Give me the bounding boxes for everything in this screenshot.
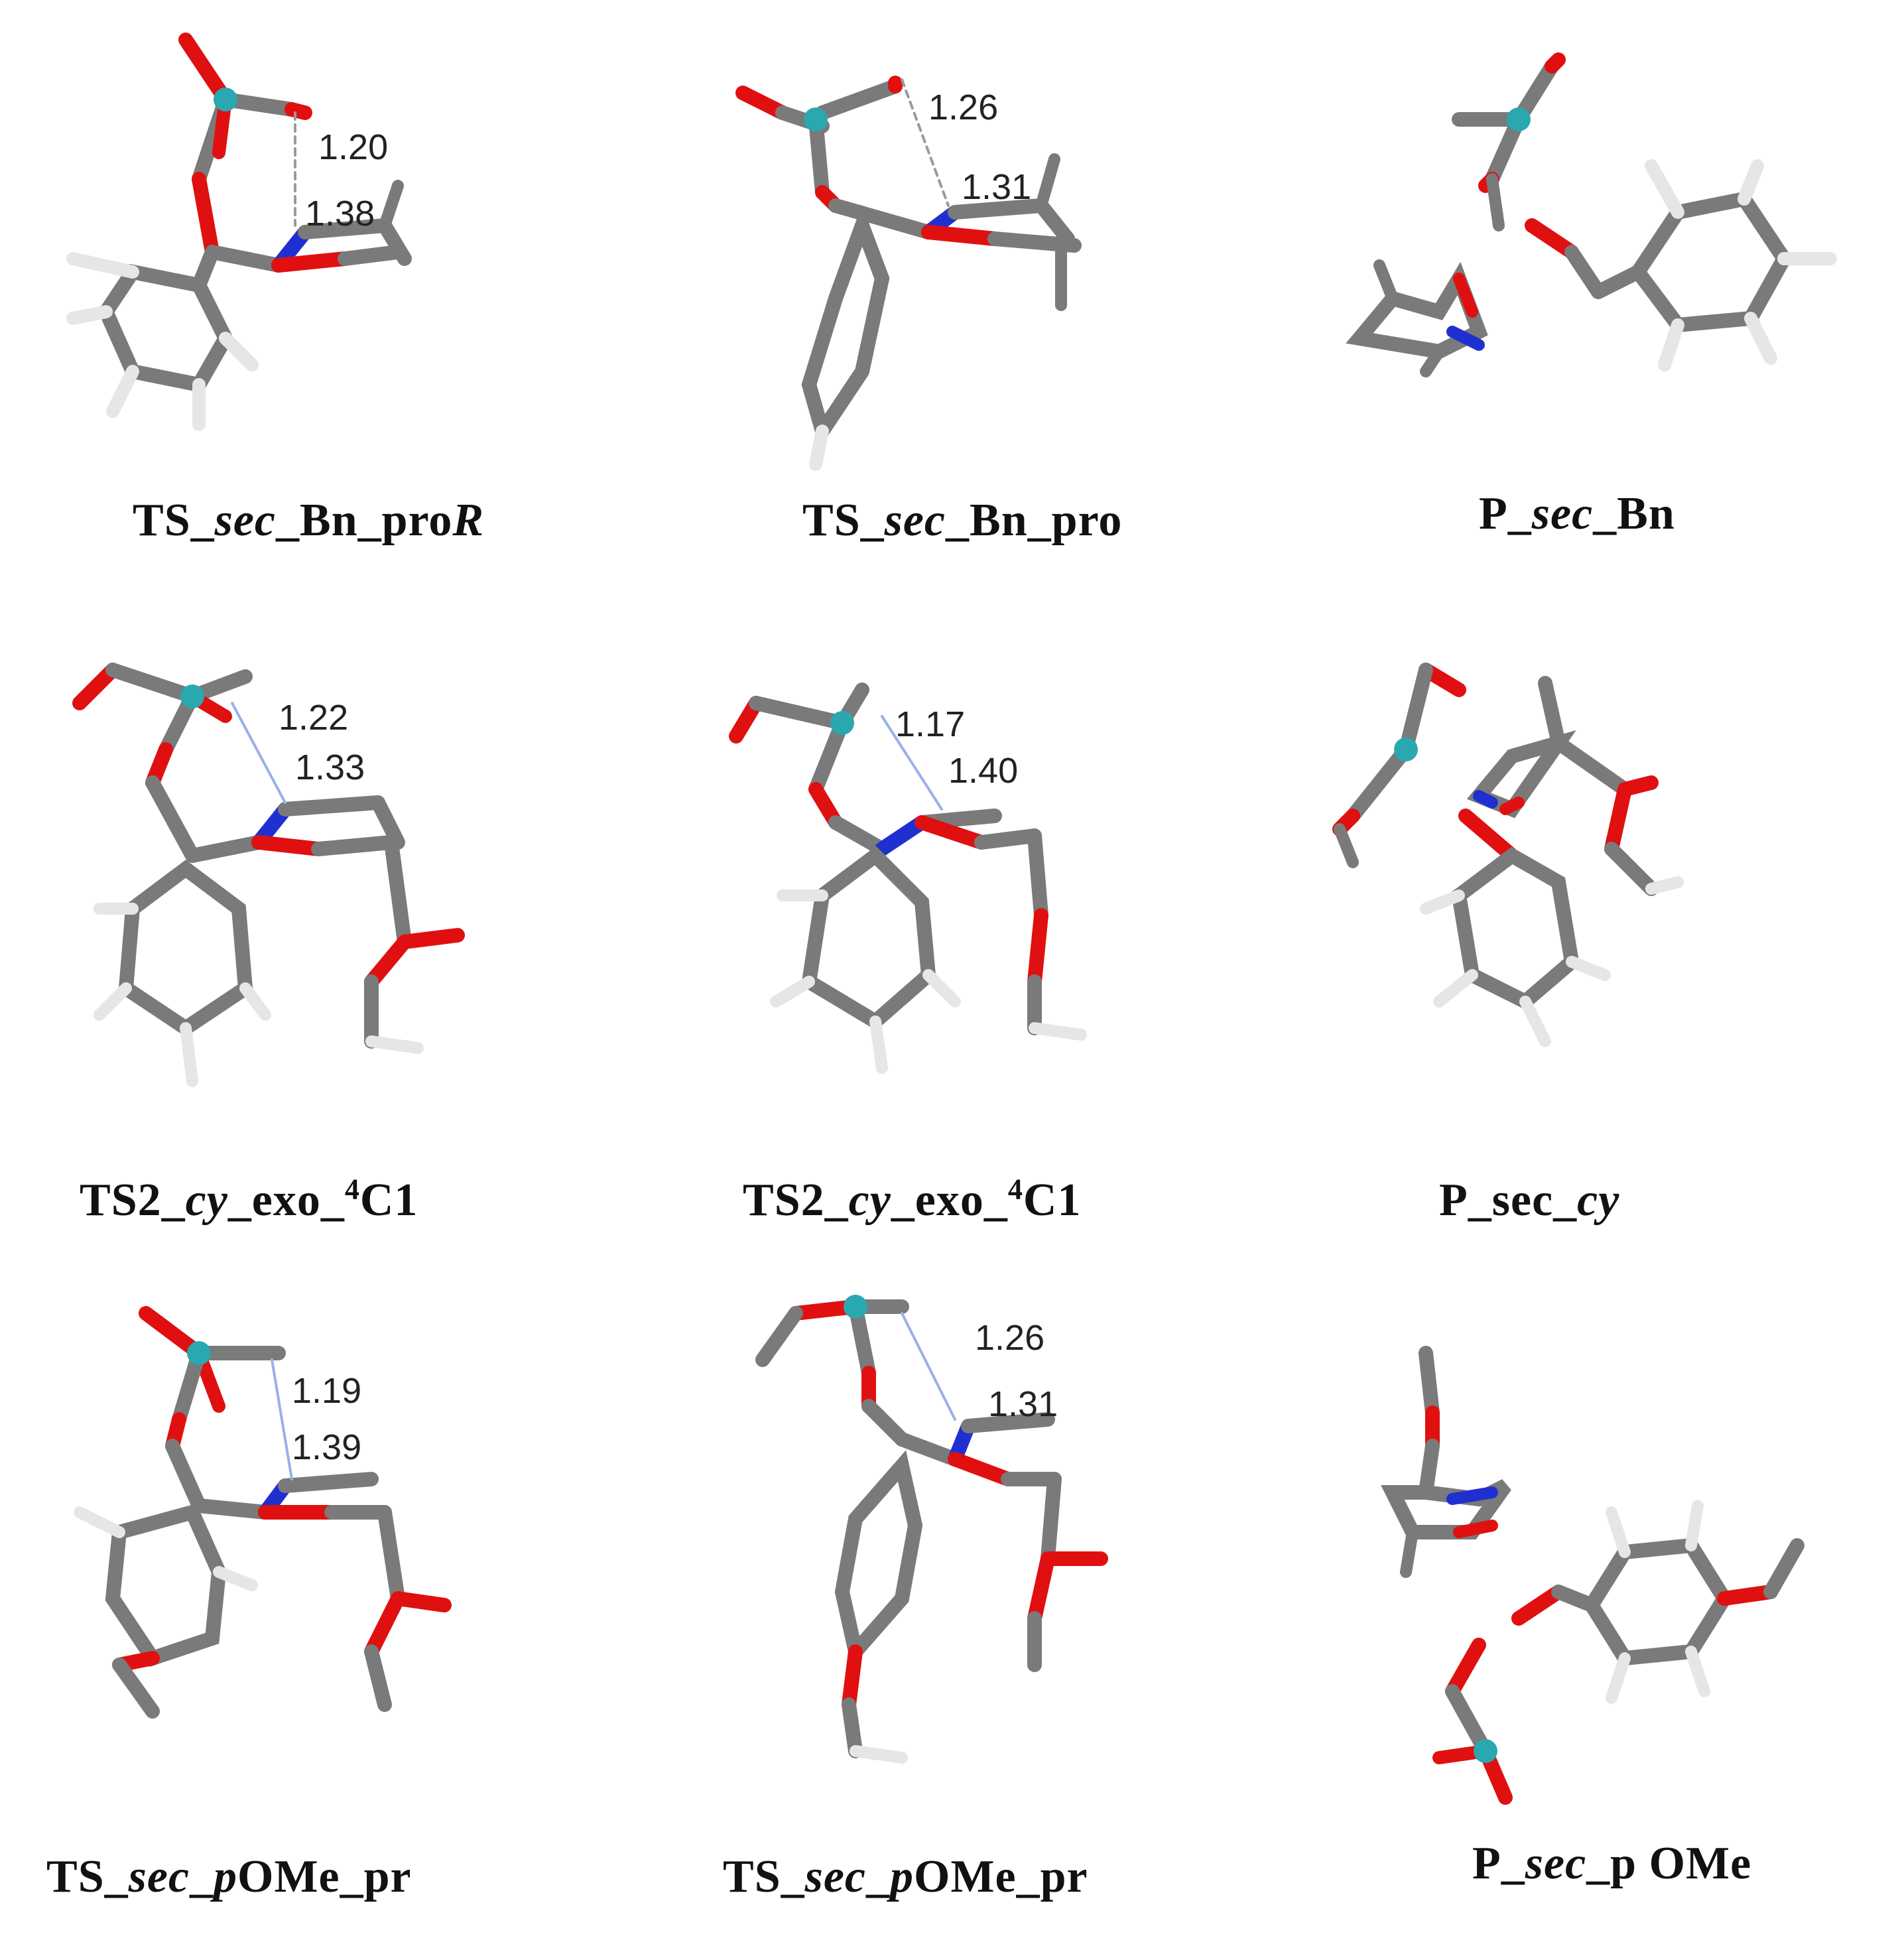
panel-caption: TS_sec_pOMe_pr — [46, 1851, 412, 1902]
distance-label: 1.26 — [928, 88, 998, 127]
panel-ts2-cy-exo-2: 1.17 1.40 TS2_cy_exo_4C1 — [663, 630, 1260, 1267]
molecule-p-sec-pome — [1381, 1346, 1804, 1805]
panel-ts2-cy-exo-1: 1.22 1.33 TS2_cy_exo_4C1 — [0, 630, 597, 1267]
molecule-ts-sec-bn-pro: 1.26 1.31 — [735, 76, 1082, 471]
panel-ts-sec-pome-pr-1: 1.19 1.39 TS_sec_pOMe_pr — [0, 1293, 597, 1957]
boron-atom — [180, 685, 204, 708]
boron-atom — [187, 1341, 211, 1365]
distance-label: 1.26 — [975, 1318, 1044, 1358]
panel-caption: TS_sec_Bn_pro — [802, 495, 1123, 546]
boron-atom — [804, 107, 828, 131]
panel-ts-sec-bn-pro: 1.26 1.31 TS_sec_Bn_pro — [663, 0, 1260, 584]
panel-p-sec-cy: P_sec_cy — [1293, 630, 1890, 1267]
distance-label: 1.33 — [295, 748, 365, 787]
molecule-p-sec-bn — [1346, 52, 1837, 377]
distance-label: 1.31 — [988, 1384, 1058, 1424]
panel-caption: P_sec_cy — [1439, 1175, 1620, 1226]
panel-caption: TS2_cy_exo_4C1 — [80, 1173, 418, 1226]
boron-atom — [214, 88, 237, 111]
panel-ts-sec-bn-pror: 1.20 1.38 TS_sec_Bn_proR — [0, 0, 597, 584]
boron-atom — [1507, 107, 1531, 131]
molecule-ts2-cy-exo-2: 1.17 1.40 — [729, 683, 1087, 1074]
molecule-ts-sec-pome-pr-2: 1.26 1.31 — [755, 1295, 1108, 1764]
panel-ts-sec-pome-pr-2: 1.26 1.31 TS_sec_pOMe_pr — [663, 1293, 1260, 1957]
panel-caption: P_sec_p OMe — [1472, 1838, 1752, 1889]
panel-caption: TS_sec_Bn_proR — [133, 495, 485, 546]
distance-label: 1.40 — [948, 751, 1018, 791]
molecule-ts-sec-bn-pror: 1.20 1.38 — [66, 33, 412, 431]
boron-atom — [830, 711, 854, 735]
panel-p-sec-pome: P_sec_p OMe — [1293, 1293, 1890, 1957]
distance-label: 1.39 — [292, 1427, 361, 1467]
distance-label: 1.19 — [292, 1371, 361, 1411]
molecule-ts2-cy-exo-1: 1.22 1.33 — [72, 663, 465, 1087]
panel-p-sec-bn: P_sec_Bn — [1293, 0, 1890, 584]
panel-caption: P_sec_Bn — [1479, 488, 1675, 539]
boron-atom — [1474, 1739, 1497, 1763]
distance-label: 1.17 — [895, 704, 965, 744]
molecule-p-sec-cy — [1332, 663, 1684, 1047]
distance-label: 1.20 — [318, 127, 388, 167]
molecule-ts-sec-pome-pr-1: 1.19 1.39 — [74, 1306, 452, 1719]
boron-atom — [1394, 738, 1418, 761]
distance-label: 1.31 — [962, 167, 1031, 207]
panel-caption: TS2_cy_exo_4C1 — [743, 1173, 1082, 1226]
distance-label: 1.38 — [305, 194, 375, 233]
distance-label: 1.22 — [279, 698, 348, 738]
panel-caption: TS_sec_pOMe_pr — [723, 1851, 1088, 1902]
boron-atom — [844, 1295, 867, 1319]
